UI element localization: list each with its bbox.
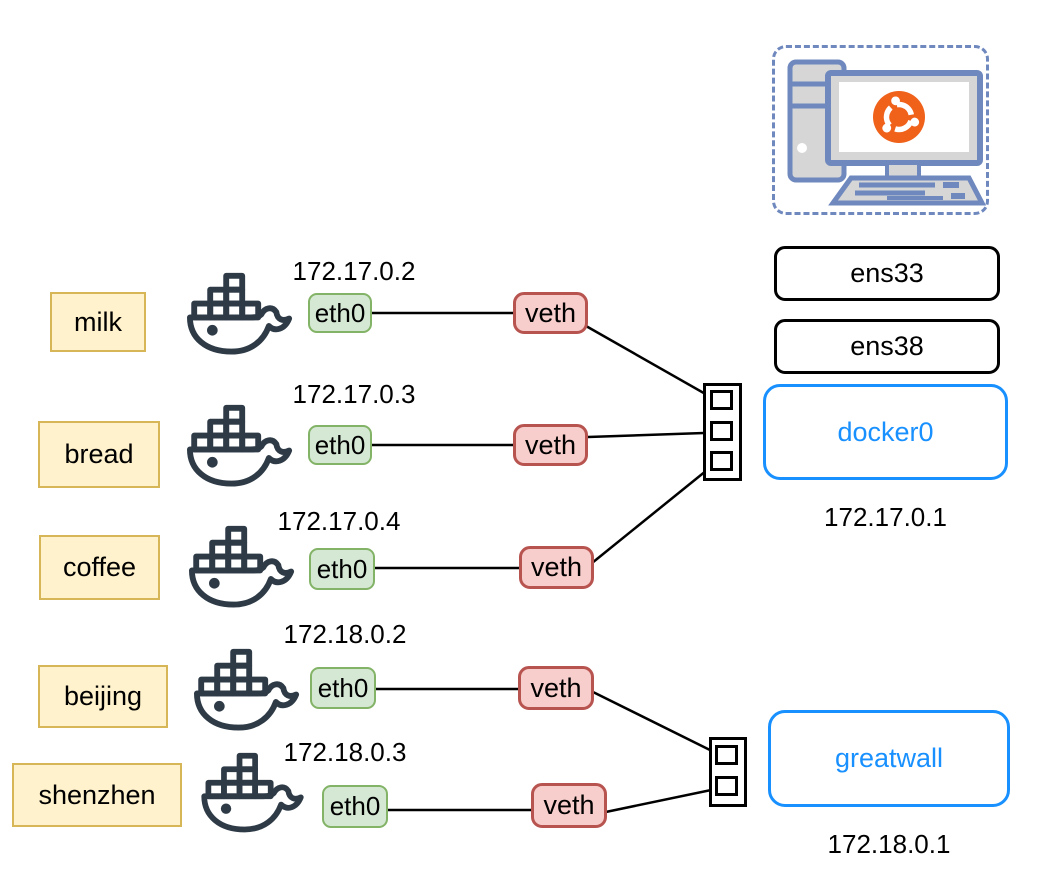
docker0-port-2 (710, 421, 733, 441)
greatwall-port-2 (715, 776, 738, 796)
bridge-greatwall: greatwall (768, 710, 1010, 807)
shenzhen-ip: 172.18.0.3 (283, 737, 407, 767)
bread-name: bread (64, 439, 134, 469)
bread-eth0-label: eth0 (314, 429, 366, 460)
container-label-beijing: beijing (38, 665, 168, 728)
coffee-eth0-label: eth0 (316, 553, 368, 584)
host-interface-ens33: ens33 (774, 246, 1000, 301)
docker0-label: docker0 (837, 416, 934, 447)
milk-eth0-box: eth0 (308, 293, 372, 333)
shenzhen-eth0-box: eth0 (322, 785, 388, 828)
coffee-ip: 172.17.0.4 (277, 506, 401, 536)
bread-veth-label: veth (524, 429, 577, 460)
container-label-bread: bread (38, 421, 160, 488)
greatwall-ip: 172.18.0.1 (827, 829, 951, 859)
beijing-name: beijing (63, 681, 143, 711)
container-label-coffee: coffee (39, 535, 160, 600)
host-interface-ens38: ens38 (774, 319, 1000, 374)
coffee-veth-label: veth (530, 552, 583, 582)
bread-ip: 172.17.0.3 (292, 379, 416, 409)
docker-whale-icon (183, 262, 295, 358)
beijing-veth-box: veth (518, 666, 594, 710)
shenzhen-veth-box: veth (531, 783, 607, 828)
container-label-shenzhen: shenzhen (12, 763, 182, 827)
docker-whale-icon (190, 638, 302, 734)
docker0-port-1 (710, 390, 733, 410)
coffee-eth0-box: eth0 (309, 548, 375, 590)
greatwall-port-connector (709, 737, 747, 807)
docker0-port-3 (710, 451, 733, 471)
coffee-name: coffee (62, 552, 137, 582)
milk-veth-box: veth (513, 292, 588, 334)
ubuntu-host-computer-icon (787, 59, 986, 206)
beijing-eth0-label: eth0 (317, 672, 369, 703)
milk-eth0-label: eth0 (314, 297, 366, 328)
coffee-veth-box: veth (519, 546, 594, 589)
beijing-eth0-box: eth0 (310, 667, 376, 709)
docker0-ip: 172.17.0.1 (824, 502, 947, 532)
host-machine-frame (772, 45, 989, 215)
ens33-label: ens33 (850, 258, 924, 288)
greatwall-label: greatwall (834, 743, 944, 773)
milk-name: milk (74, 306, 122, 337)
shenzhen-name: shenzhen (38, 779, 156, 810)
bread-veth-box: veth (513, 424, 588, 466)
bread-eth0-box: eth0 (308, 425, 372, 465)
shenzhen-eth0-label: eth0 (329, 791, 381, 821)
container-label-milk: milk (50, 292, 146, 352)
milk-ip: 172.17.0.2 (292, 256, 416, 286)
beijing-ip: 172.18.0.2 (283, 619, 407, 649)
docker-whale-icon (183, 394, 295, 490)
docker0-port-connector (703, 383, 742, 481)
shenzhen-veth-label: veth (543, 790, 595, 820)
milk-veth-label: veth (524, 297, 577, 328)
ubuntu-logo-icon (873, 91, 925, 143)
beijing-veth-label: veth (530, 672, 582, 703)
bridge-docker0: docker0 (763, 384, 1008, 480)
ens38-label: ens38 (850, 331, 924, 361)
greatwall-port-1 (715, 745, 738, 765)
